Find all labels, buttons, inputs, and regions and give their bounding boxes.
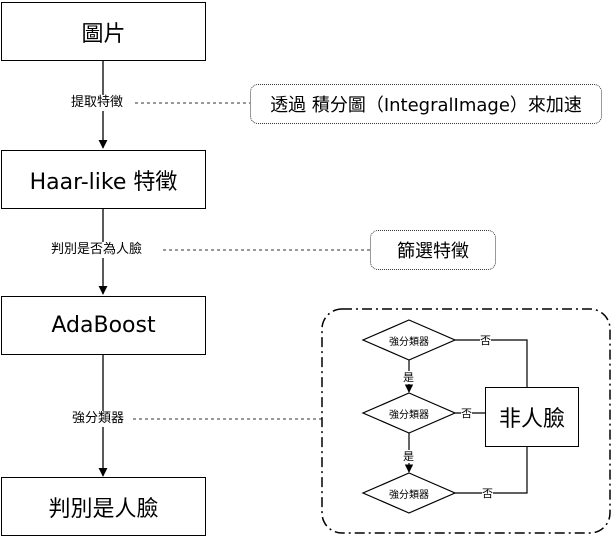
classifier-label-1: 強分類器	[389, 336, 429, 348]
no-connector-1	[455, 339, 528, 387]
non-face-box: 非人臉	[485, 387, 579, 447]
no-label-1: 否	[480, 334, 491, 347]
yes-label-1: 是	[403, 371, 414, 384]
cascade-container	[321, 308, 611, 534]
no-connector-3	[455, 447, 528, 494]
note-select-features: 篩選特徵	[370, 230, 496, 270]
edge-label-judge: 判別是否為人臉	[50, 242, 144, 258]
no-label-3: 否	[482, 487, 493, 500]
classifier-diamond-3	[361, 472, 457, 514]
step-face-box: 判別是人臉	[1, 477, 206, 536]
classifier-label-2: 強分類器	[389, 409, 429, 421]
yes-label-2: 是	[403, 450, 414, 463]
no-label-2: 否	[461, 407, 472, 420]
edge-label-classifier: 強分類器	[71, 411, 126, 427]
edge-label-extract: 提取特徵	[70, 95, 125, 111]
step-image-box: 圖片	[1, 2, 206, 61]
step-haar-box: Haar-like 特徵	[1, 150, 206, 209]
note-integral-image: 透過 積分圖（IntegralImage）來加速	[250, 84, 602, 124]
classifier-label-3: 強分類器	[389, 489, 429, 501]
step-adaboost-box: AdaBoost	[1, 296, 206, 355]
